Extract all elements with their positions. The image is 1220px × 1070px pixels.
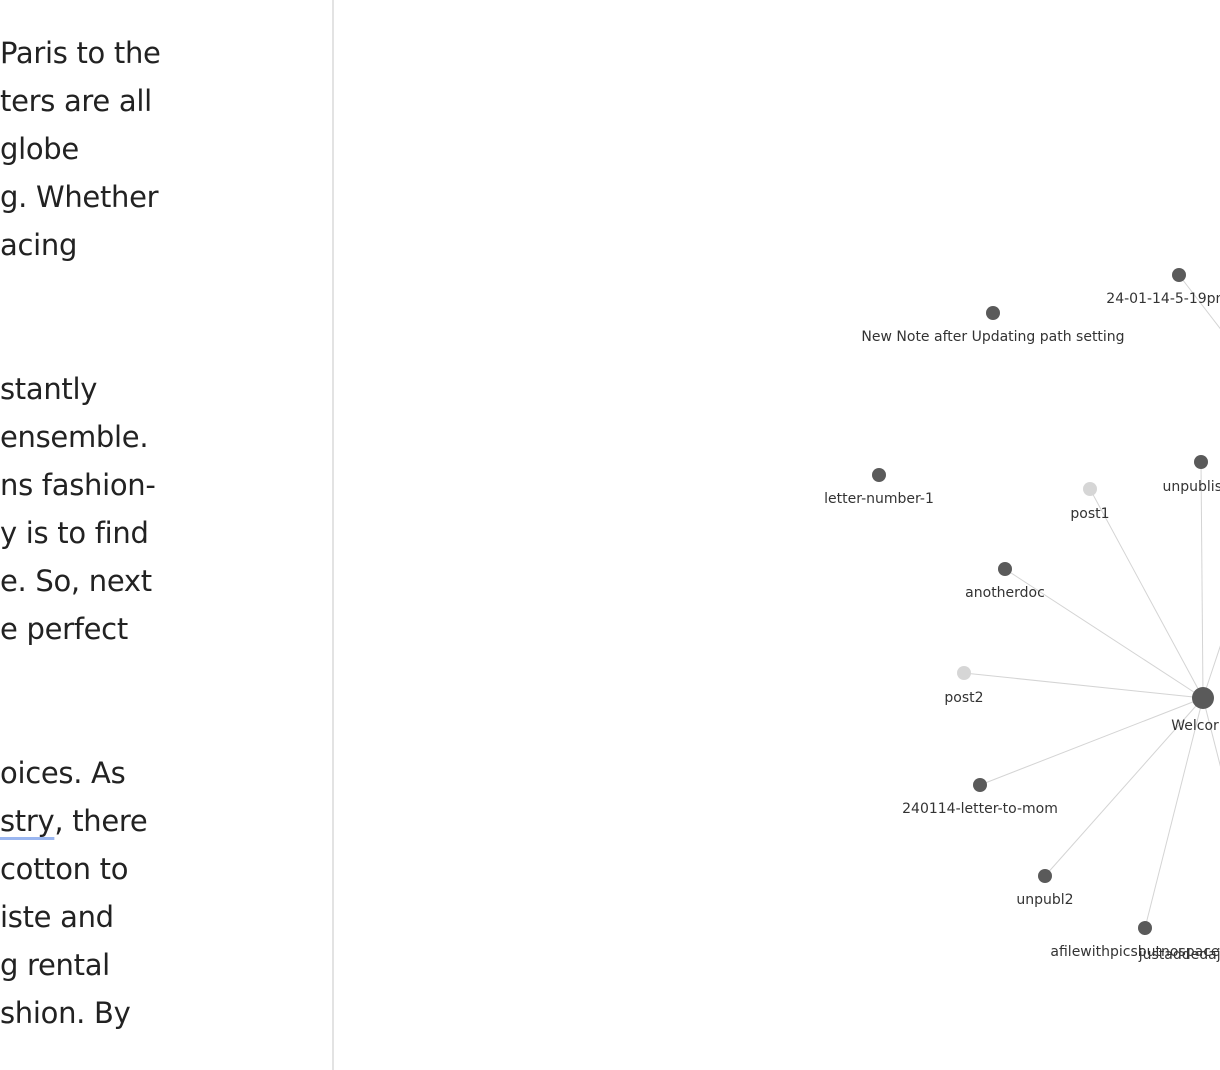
graph-node-dot[interactable] xyxy=(872,468,886,482)
graph-node-dot[interactable] xyxy=(986,306,1000,320)
graph-edge xyxy=(1202,645,1220,699)
graph-node-unpubl2[interactable]: unpubl2 xyxy=(1016,869,1074,908)
graph-edge xyxy=(1089,488,1204,699)
editor-line[interactable]: globe xyxy=(0,132,79,166)
graph-canvas[interactable]: Welcor New Note after Updating path setti… xyxy=(334,0,1220,1070)
editor-line[interactable]: iste and xyxy=(0,900,114,934)
graph-node-label: unpublishe xyxy=(1163,479,1220,495)
misspelled-word[interactable]: stry xyxy=(0,804,55,838)
graph-node-dot[interactable] xyxy=(1194,455,1208,469)
graph-node-anotherdoc[interactable]: anotherdoc xyxy=(965,562,1045,601)
graph-node-label: unpubl2 xyxy=(1016,892,1073,908)
graph-edges xyxy=(963,274,1220,929)
graph-node-post1[interactable]: post1 xyxy=(1070,482,1110,522)
graph-node-post2[interactable]: post2 xyxy=(944,666,984,706)
graph-node-dot[interactable] xyxy=(1192,687,1214,709)
graph-node-welcome[interactable]: Welcor xyxy=(1171,687,1219,734)
graph-node-dot[interactable] xyxy=(957,666,971,680)
pane-resize-handle[interactable] xyxy=(332,0,334,1070)
graph-edge xyxy=(1178,274,1220,330)
editor-line[interactable]: e perfect xyxy=(0,612,128,646)
graph-node-24-01-14[interactable]: 24-01-14-5-19pm-an xyxy=(1106,268,1220,307)
graph-edge xyxy=(1202,697,1220,767)
editor-line[interactable]: ters are all xyxy=(0,84,152,118)
editor-line[interactable]: y is to find xyxy=(0,516,149,550)
graph-node-label: justaddedaje xyxy=(1138,947,1220,963)
graph-node-240114-letter-to-mom[interactable]: 240114-letter-to-mom xyxy=(902,778,1058,817)
editor-line[interactable]: g rental xyxy=(0,948,110,982)
graph-node-label: 24-01-14-5-19pm-an xyxy=(1106,291,1220,307)
graph-node-dot[interactable] xyxy=(1172,268,1186,282)
editor-line[interactable]: ensemble. xyxy=(0,420,149,454)
editor-pane[interactable]: Paris to the ters are all globe g. Wheth… xyxy=(0,0,332,1070)
graph-edge xyxy=(1144,697,1204,929)
graph-view[interactable]: Welcor New Note after Updating path setti… xyxy=(334,0,1220,1070)
graph-nodes[interactable]: Welcor New Note after Updating path setti… xyxy=(824,268,1220,963)
graph-node-dot[interactable] xyxy=(973,778,987,792)
graph-node-label: afilewithpicsbutnospacesin xyxy=(1050,944,1220,960)
graph-node-dot[interactable] xyxy=(1038,869,1052,883)
graph-node-letter-number-1[interactable]: letter-number-1 xyxy=(824,468,934,507)
graph-node-dot[interactable] xyxy=(1083,482,1097,496)
editor-line[interactable]: e. So, next xyxy=(0,564,152,598)
graph-edge xyxy=(963,672,1204,699)
graph-node-afilewithpics[interactable]: afilewithpicsbutnospacesin xyxy=(1050,921,1220,960)
editor-line[interactable]: ns fashion- xyxy=(0,468,156,502)
graph-node-label: anotherdoc xyxy=(965,585,1045,601)
graph-node-dot[interactable] xyxy=(998,562,1012,576)
editor-line[interactable]: Paris to the xyxy=(0,36,161,70)
graph-node-dot[interactable] xyxy=(1138,921,1152,935)
editor-line[interactable]: cotton to xyxy=(0,852,129,886)
editor-line[interactable]: acing xyxy=(0,228,78,262)
graph-node-label: letter-number-1 xyxy=(824,491,934,507)
graph-edge xyxy=(979,697,1204,786)
editor-line[interactable]: oices. As xyxy=(0,756,126,790)
editor-line[interactable]: stantly xyxy=(0,372,98,406)
graph-node-label: post2 xyxy=(944,690,983,706)
graph-node-justadded[interactable]: justaddedaje xyxy=(1138,947,1220,963)
graph-edge xyxy=(1044,697,1204,877)
graph-edge xyxy=(1004,568,1204,699)
graph-node-new-note[interactable]: New Note after Updating path setting xyxy=(861,306,1125,345)
graph-node-label: Welcor xyxy=(1171,718,1219,734)
graph-edge xyxy=(1200,461,1204,699)
editor-line-text: , there xyxy=(54,804,148,838)
graph-node-unpublished[interactable]: unpublishe xyxy=(1163,455,1220,495)
graph-node-label: post1 xyxy=(1070,506,1109,522)
editor-line[interactable]: g. Whether xyxy=(0,180,159,214)
graph-node-label: 240114-letter-to-mom xyxy=(902,801,1058,817)
editor-line[interactable]: stry, there xyxy=(0,804,148,838)
editor-line[interactable]: shion. By xyxy=(0,996,131,1030)
graph-node-label: New Note after Updating path setting xyxy=(861,329,1124,345)
